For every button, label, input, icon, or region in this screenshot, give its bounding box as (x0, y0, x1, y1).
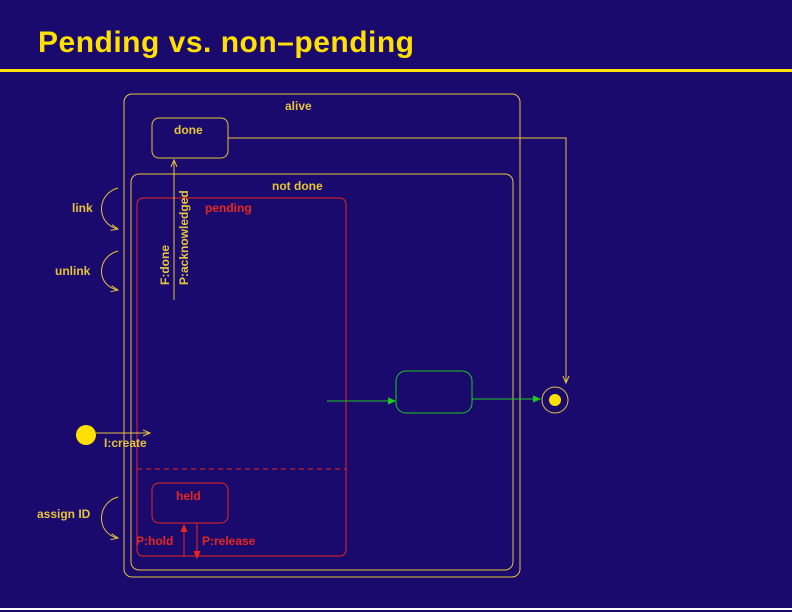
state-pending-label: pending (205, 201, 252, 215)
final-state-ring (541, 386, 569, 414)
transition-assign-id-loop (101, 496, 119, 538)
transition-release-label: P:release (202, 534, 256, 548)
title-rule (0, 69, 792, 72)
transition-done-to-final (228, 137, 566, 383)
state-alive (123, 93, 521, 578)
state-done-label: done (174, 123, 203, 137)
state-not-done-label: not done (272, 179, 323, 193)
state-held (151, 482, 229, 524)
slide-title: Pending vs. non–pending (38, 26, 415, 59)
transition-link-label: link (72, 201, 93, 215)
transition-unlink-label: unlink (55, 264, 91, 278)
state-not-done (130, 173, 514, 571)
transition-link-loop (101, 187, 119, 229)
state-unnamed-green (395, 370, 473, 414)
transition-hold-label: P:hold (136, 534, 173, 548)
transition-assign-id-label: assign ID (37, 507, 91, 521)
state-held-label: held (176, 489, 201, 503)
bottom-rule (0, 608, 792, 610)
initial-state-dot (76, 425, 96, 445)
final-state-dot (549, 394, 561, 406)
transition-unlink-loop (101, 250, 119, 290)
state-pending (136, 197, 347, 557)
state-alive-label: alive (285, 99, 312, 113)
transition-create-label: I:create (104, 436, 147, 450)
transition-f-done-label: F:done (158, 245, 172, 285)
transition-p-acknowledged-label: P:acknowledged (177, 190, 191, 285)
